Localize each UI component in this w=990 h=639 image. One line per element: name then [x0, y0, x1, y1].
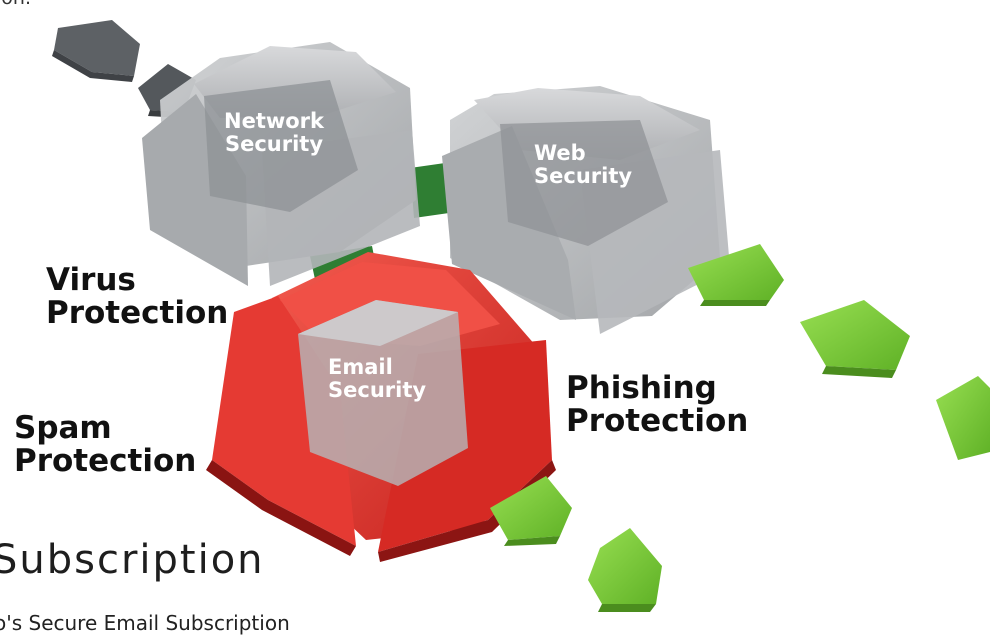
network-security-line2: Security [224, 131, 324, 156]
spam-protection-line2: Protection [14, 442, 197, 479]
virus-protection-line2: Protection [46, 294, 229, 331]
green-arrow-icon [800, 300, 910, 378]
web-security-line1: Web [534, 141, 586, 165]
web-security-label: Web Security [534, 142, 632, 187]
dark-arrow-icon [52, 20, 140, 82]
subscription-heading: Subscription [0, 537, 265, 583]
green-arrow-icon [688, 244, 784, 306]
web-hexagon-icon [442, 86, 730, 334]
phishing-protection-label: Phishing Protection [566, 372, 748, 437]
phishing-protection-line2: Protection [566, 402, 749, 439]
email-security-line1: Email [328, 355, 393, 379]
spam-protection-label: Spam Protection [14, 412, 196, 477]
green-arrow-icon [588, 528, 662, 612]
network-security-label: Network Security [224, 110, 324, 155]
network-security-line1: Network [224, 109, 325, 133]
email-inner-cube [298, 300, 468, 486]
virus-protection-line1: Virus [46, 262, 136, 298]
spam-protection-line1: Spam [14, 410, 112, 446]
green-arrow-icon [936, 376, 990, 460]
network-hexagon-icon [142, 42, 420, 286]
green-arrow-icon [490, 476, 572, 546]
subscription-description: o's Secure Email Subscription [0, 611, 290, 635]
web-security-line2: Security [534, 163, 633, 188]
phishing-protection-line1: Phishing [566, 370, 717, 406]
email-security-line2: Security [328, 377, 427, 402]
virus-protection-label: Virus Protection [46, 264, 228, 329]
email-security-label: Email Security [328, 356, 426, 401]
intro-text: ion. [0, 0, 31, 9]
